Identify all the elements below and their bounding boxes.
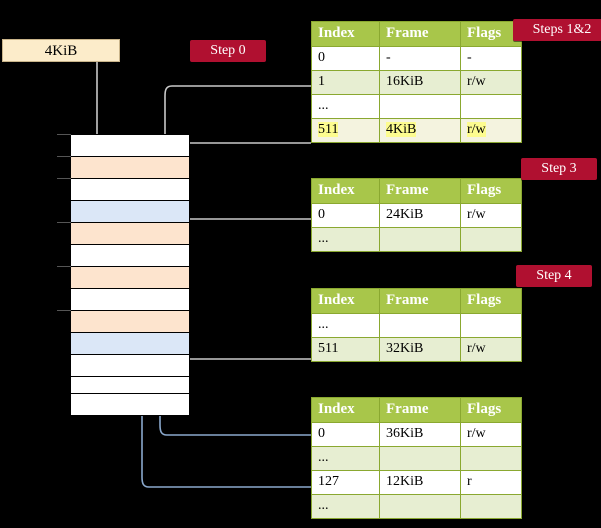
table-row-highlighted: 511 4KiB r/w: [311, 118, 522, 143]
cell-index: 0: [311, 203, 380, 228]
memory-tick: [57, 266, 71, 267]
column-header-frame: Frame: [379, 397, 461, 423]
column-header-flags: Flags: [460, 288, 522, 314]
memory-row: [70, 288, 190, 311]
page-table-level3: Index Frame Flags 0 24KiB r/w ...: [311, 178, 522, 252]
cell-index: ...: [311, 313, 380, 338]
memory-row: [70, 393, 190, 416]
table-header-row: Index Frame Flags: [311, 178, 522, 204]
table-row: 511 32KiB r/w: [311, 337, 522, 362]
frame-box-4kib: 4KiB: [2, 39, 120, 62]
memory-row: [70, 156, 190, 179]
table-row: 0 - -: [311, 46, 522, 71]
cell-flags: r/w: [460, 70, 522, 95]
cell-index: 0: [311, 422, 380, 447]
badge-step-3: Step 3: [521, 158, 597, 180]
cell-index: ...: [311, 94, 380, 119]
column-header-flags: Flags: [460, 178, 522, 204]
column-header-frame: Frame: [379, 21, 461, 47]
cell-frame: [379, 446, 461, 471]
cell-flags: [460, 94, 522, 119]
memory-tick: [57, 156, 71, 157]
memory-row: [70, 266, 190, 289]
table-row: 127 12KiB r: [311, 470, 522, 495]
cell-frame: [379, 494, 461, 519]
cell-flags: [460, 227, 522, 252]
cell-frame-text: 4KiB: [386, 122, 417, 137]
cell-flags: r/w: [460, 337, 522, 362]
column-header-index: Index: [311, 288, 380, 314]
cell-frame: [379, 313, 461, 338]
table-header-row: Index Frame Flags: [311, 397, 522, 423]
cell-flags: -: [460, 46, 522, 71]
cell-frame: [379, 227, 461, 252]
cell-flags: r: [460, 470, 522, 495]
cell-index: 127: [311, 470, 380, 495]
cell-frame: 4KiB: [379, 118, 461, 143]
cell-flags: [460, 313, 522, 338]
memory-tick: [57, 222, 71, 223]
cell-index: 1: [311, 70, 380, 95]
cell-frame: 16KiB: [379, 70, 461, 95]
cell-frame: [379, 94, 461, 119]
cell-frame: -: [379, 46, 461, 71]
cell-flags: r/w: [460, 118, 522, 143]
memory-tick: [57, 178, 71, 179]
cell-index: 511: [311, 337, 380, 362]
table-header-row: Index Frame Flags: [311, 288, 522, 314]
cell-frame: 36KiB: [379, 422, 461, 447]
cell-flags-text: r/w: [467, 122, 486, 137]
memory-row: [70, 178, 190, 201]
cell-frame: 32KiB: [379, 337, 461, 362]
table-row: 0 36KiB r/w: [311, 422, 522, 447]
table-row: 0 24KiB r/w: [311, 203, 522, 228]
badge-step-4: Step 4: [516, 265, 592, 287]
cell-index: 511: [311, 118, 380, 143]
page-table-level1: Index Frame Flags 0 36KiB r/w ... 127 12…: [311, 397, 522, 519]
cell-index: ...: [311, 446, 380, 471]
table-header-row: Index Frame Flags: [311, 21, 522, 47]
memory-tick: [57, 310, 71, 311]
memory-row: [70, 134, 190, 157]
memory-row: [70, 310, 190, 333]
column-header-flags: Flags: [460, 397, 522, 423]
table-row: ...: [311, 227, 522, 252]
cell-flags: [460, 446, 522, 471]
memory-row: [70, 244, 190, 267]
column-header-frame: Frame: [379, 288, 461, 314]
column-header-index: Index: [311, 21, 380, 47]
frame-box-label: 4KiB: [44, 43, 78, 59]
column-header-flags: Flags: [460, 21, 522, 47]
memory-row: [70, 222, 190, 245]
table-row: ...: [311, 446, 522, 471]
memory-tick: [57, 134, 71, 135]
cell-flags: r/w: [460, 422, 522, 447]
page-table-level4: Index Frame Flags 0 - - 1 16KiB r/w ...: [311, 21, 522, 143]
table-row: 1 16KiB r/w: [311, 70, 522, 95]
cell-index: ...: [311, 494, 380, 519]
column-header-index: Index: [311, 397, 380, 423]
cell-frame: 12KiB: [379, 470, 461, 495]
badge-steps-1-2: Steps 1&2: [513, 19, 601, 41]
memory-row: [70, 200, 190, 223]
page-table-level2: Index Frame Flags ... 511 32KiB r/w: [311, 288, 522, 362]
column-header-index: Index: [311, 178, 380, 204]
cell-flags: r/w: [460, 203, 522, 228]
badge-step-0: Step 0: [190, 40, 266, 62]
physical-memory-column: [70, 134, 190, 416]
cell-index-text: 511: [318, 122, 339, 137]
memory-row: [70, 354, 190, 377]
cell-flags: [460, 494, 522, 519]
column-header-frame: Frame: [379, 178, 461, 204]
cell-index: 0: [311, 46, 380, 71]
table-row: ...: [311, 494, 522, 519]
memory-row: [70, 332, 190, 355]
cell-frame: 24KiB: [379, 203, 461, 228]
table-row: ...: [311, 94, 522, 119]
cell-index: ...: [311, 227, 380, 252]
table-row: ...: [311, 313, 522, 338]
